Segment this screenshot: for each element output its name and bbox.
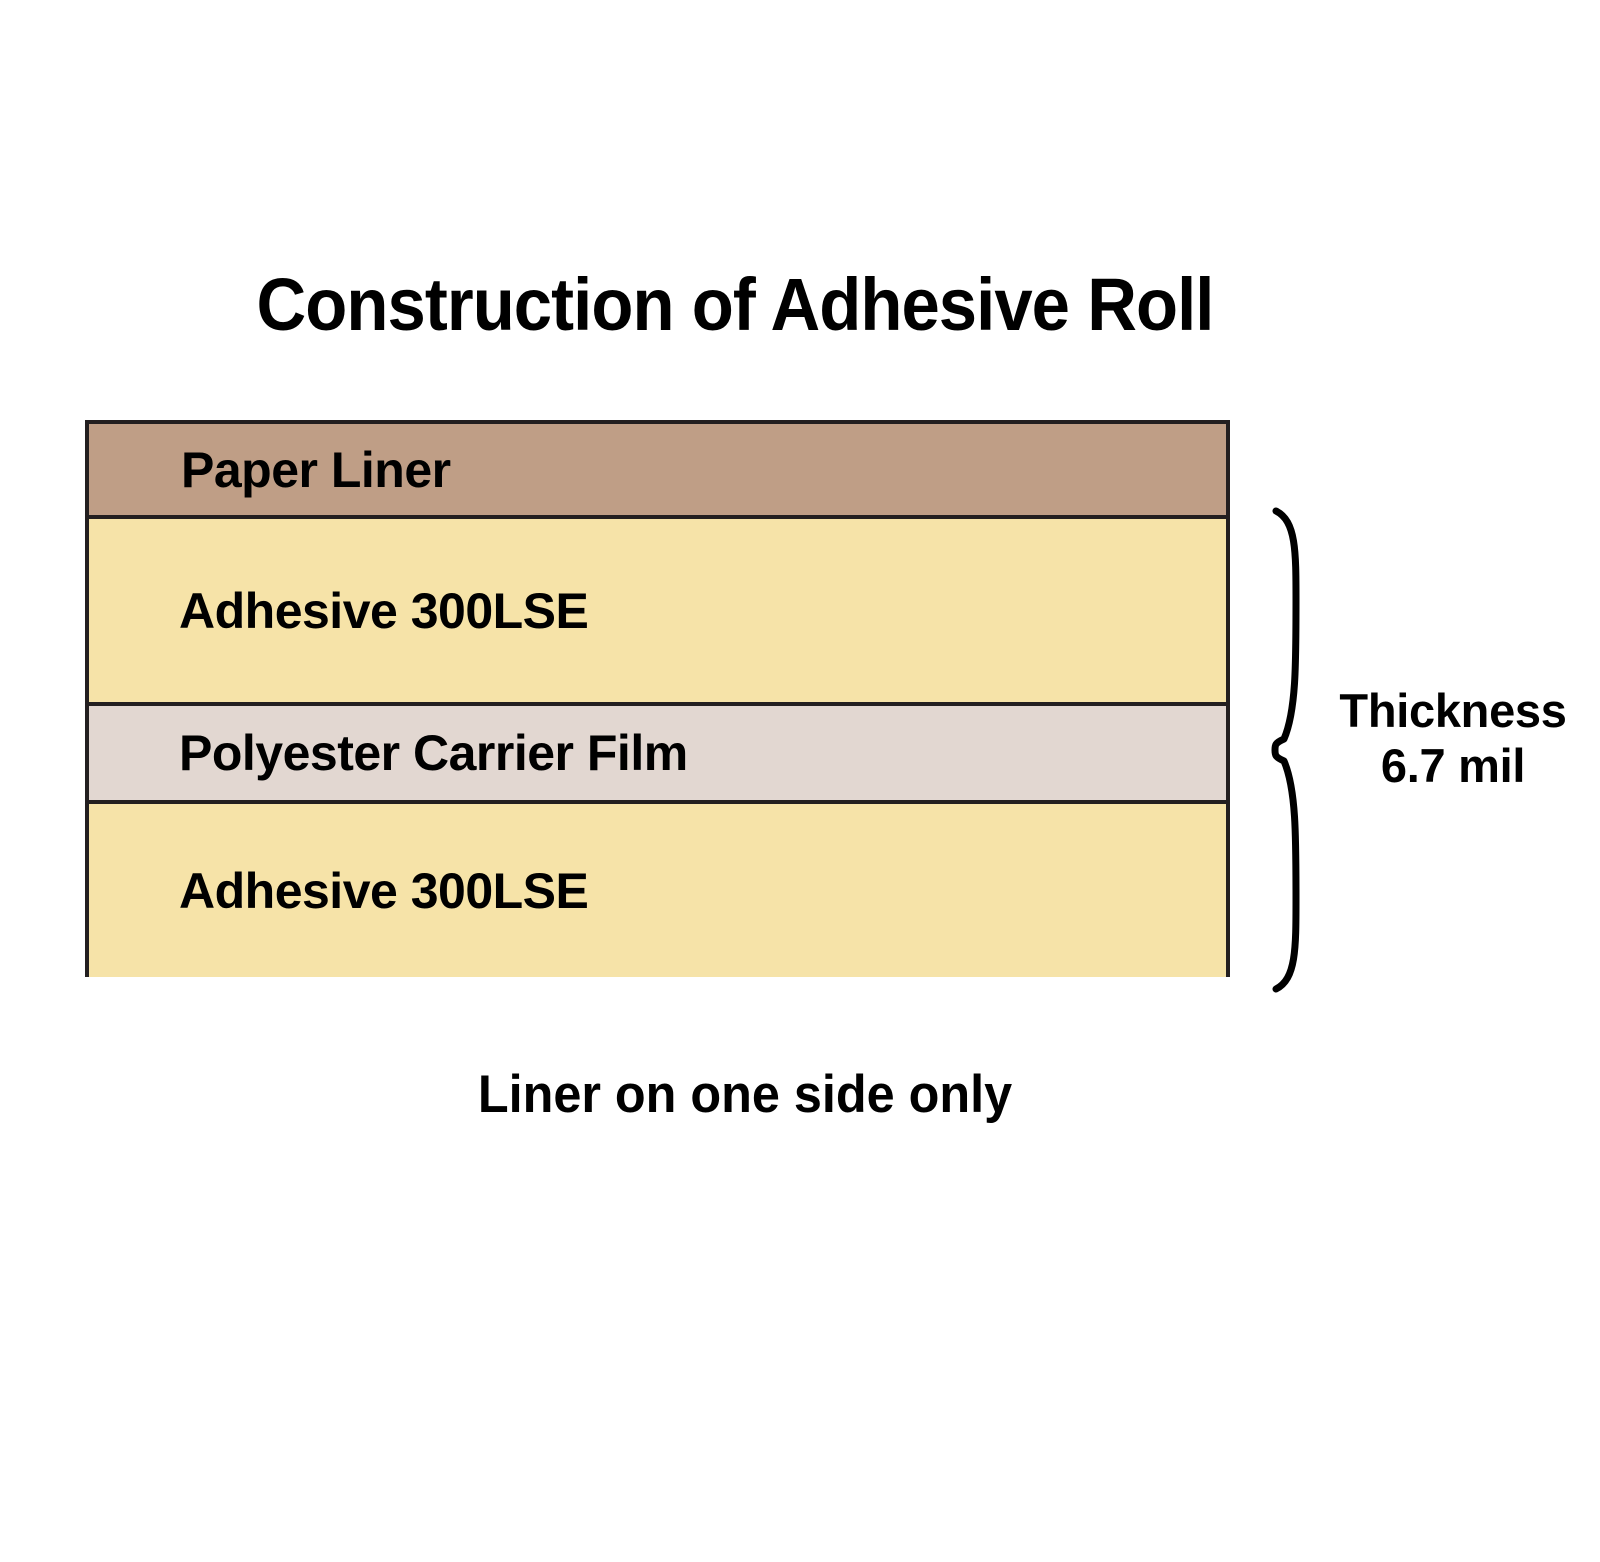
layer-carrier-film: Polyester Carrier Film bbox=[89, 702, 1226, 800]
page-title: Construction of Adhesive Roll bbox=[256, 263, 1215, 346]
layer-adhesive-bottom: Adhesive 300LSE bbox=[89, 800, 1226, 977]
thickness-label-line-1: Thickness bbox=[1339, 684, 1567, 737]
layer-paper-liner: Paper Liner bbox=[89, 424, 1226, 515]
layer-label-adhesive-bottom: Adhesive 300LSE bbox=[179, 862, 589, 919]
layer-adhesive-top: Adhesive 300LSE bbox=[89, 515, 1226, 702]
footer-caption: Liner on one side only bbox=[477, 1065, 1013, 1124]
thickness-annotation: Thickness 6.7 mil bbox=[1262, 505, 1592, 995]
curly-brace-right-icon bbox=[1271, 507, 1300, 993]
thickness-label: Thickness 6.7 mil bbox=[1314, 683, 1592, 794]
layer-label-adhesive-top: Adhesive 300LSE bbox=[179, 582, 589, 639]
layer-label-paper-liner: Paper Liner bbox=[181, 441, 451, 498]
layer-label-carrier-film: Polyester Carrier Film bbox=[179, 725, 688, 781]
thickness-label-line-2: 6.7 mil bbox=[1380, 739, 1526, 793]
layer-stack: Paper Liner Adhesive 300LSE Polyester Ca… bbox=[85, 420, 1230, 977]
